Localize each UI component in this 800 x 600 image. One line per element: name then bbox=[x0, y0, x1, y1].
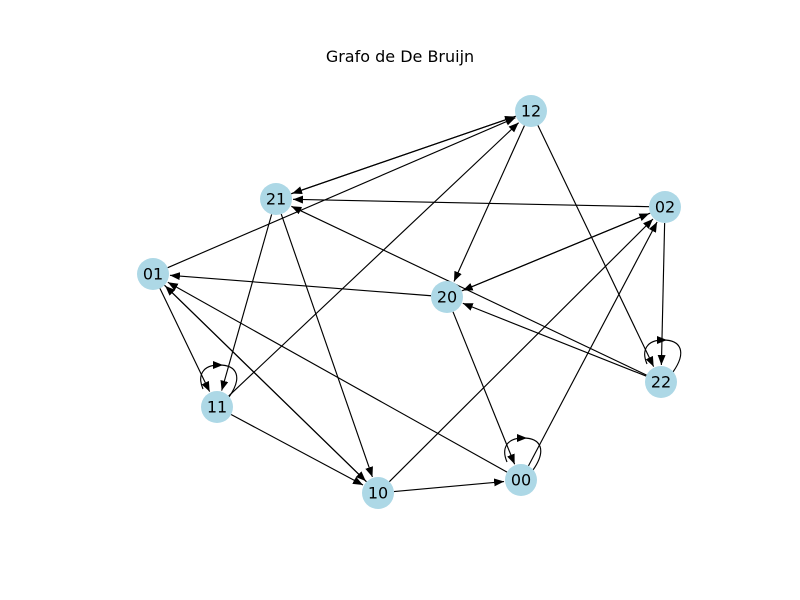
edges bbox=[159, 115, 682, 493]
node-circle-01 bbox=[137, 258, 169, 290]
node-label-11: 11 bbox=[207, 398, 227, 417]
edge-20-to-00 bbox=[452, 311, 516, 465]
edge-01-to-11 bbox=[159, 288, 211, 392]
nodes: 00 01 02 10 11 12 20 21 22 bbox=[137, 95, 681, 509]
diagram-title: Grafo de De Bruijn bbox=[325, 47, 475, 66]
edge-10-to-00 bbox=[393, 478, 505, 493]
node-01: 01 bbox=[137, 258, 169, 290]
edge-20-to-02 bbox=[461, 212, 650, 292]
node-label-10: 10 bbox=[368, 484, 388, 503]
edge-21-to-11 bbox=[220, 214, 273, 391]
edge-11-to-11 bbox=[200, 364, 238, 398]
edge-21-to-12 bbox=[290, 116, 516, 195]
node-circle-22 bbox=[645, 366, 677, 398]
edge-02-to-21 bbox=[292, 195, 650, 208]
edge-22-to-21 bbox=[291, 205, 647, 376]
node-20: 20 bbox=[431, 281, 463, 313]
node-circle-21 bbox=[260, 183, 292, 215]
edge-10-to-02 bbox=[388, 218, 654, 483]
node-21: 21 bbox=[260, 183, 292, 215]
node-label-00: 00 bbox=[511, 471, 531, 490]
edge-10-to-01 bbox=[164, 285, 367, 483]
edge-22-to-22 bbox=[644, 339, 682, 373]
node-label-12: 12 bbox=[521, 102, 541, 121]
node-circle-12 bbox=[515, 95, 547, 127]
node-10: 10 bbox=[362, 477, 394, 509]
edge-12-to-20 bbox=[453, 125, 525, 282]
node-label-21: 21 bbox=[266, 190, 286, 209]
node-11: 11 bbox=[201, 391, 233, 423]
node-22: 22 bbox=[645, 366, 677, 398]
edge-00-to-02 bbox=[527, 221, 658, 467]
node-circle-20 bbox=[431, 281, 463, 313]
edge-20-to-01 bbox=[169, 272, 432, 297]
edge-22-to-20 bbox=[462, 302, 647, 377]
edge-02-to-22 bbox=[657, 222, 666, 366]
node-label-02: 02 bbox=[655, 198, 675, 217]
node-label-01: 01 bbox=[143, 265, 163, 284]
node-00: 00 bbox=[505, 464, 537, 496]
node-label-22: 22 bbox=[651, 373, 671, 392]
node-label-20: 20 bbox=[437, 288, 457, 307]
edge-11-to-12 bbox=[228, 122, 520, 397]
node-circle-10 bbox=[362, 477, 394, 509]
edge-12-to-22 bbox=[537, 125, 655, 367]
node-02: 02 bbox=[649, 191, 681, 223]
node-circle-02 bbox=[649, 191, 681, 223]
edge-01-to-12 bbox=[167, 117, 516, 269]
edge-00-to-00 bbox=[504, 437, 542, 471]
edge-21-to-10 bbox=[280, 213, 373, 478]
edge-11-to-10 bbox=[230, 414, 364, 486]
node-circle-11 bbox=[201, 391, 233, 423]
node-circle-00 bbox=[505, 464, 537, 496]
node-12: 12 bbox=[515, 95, 547, 127]
